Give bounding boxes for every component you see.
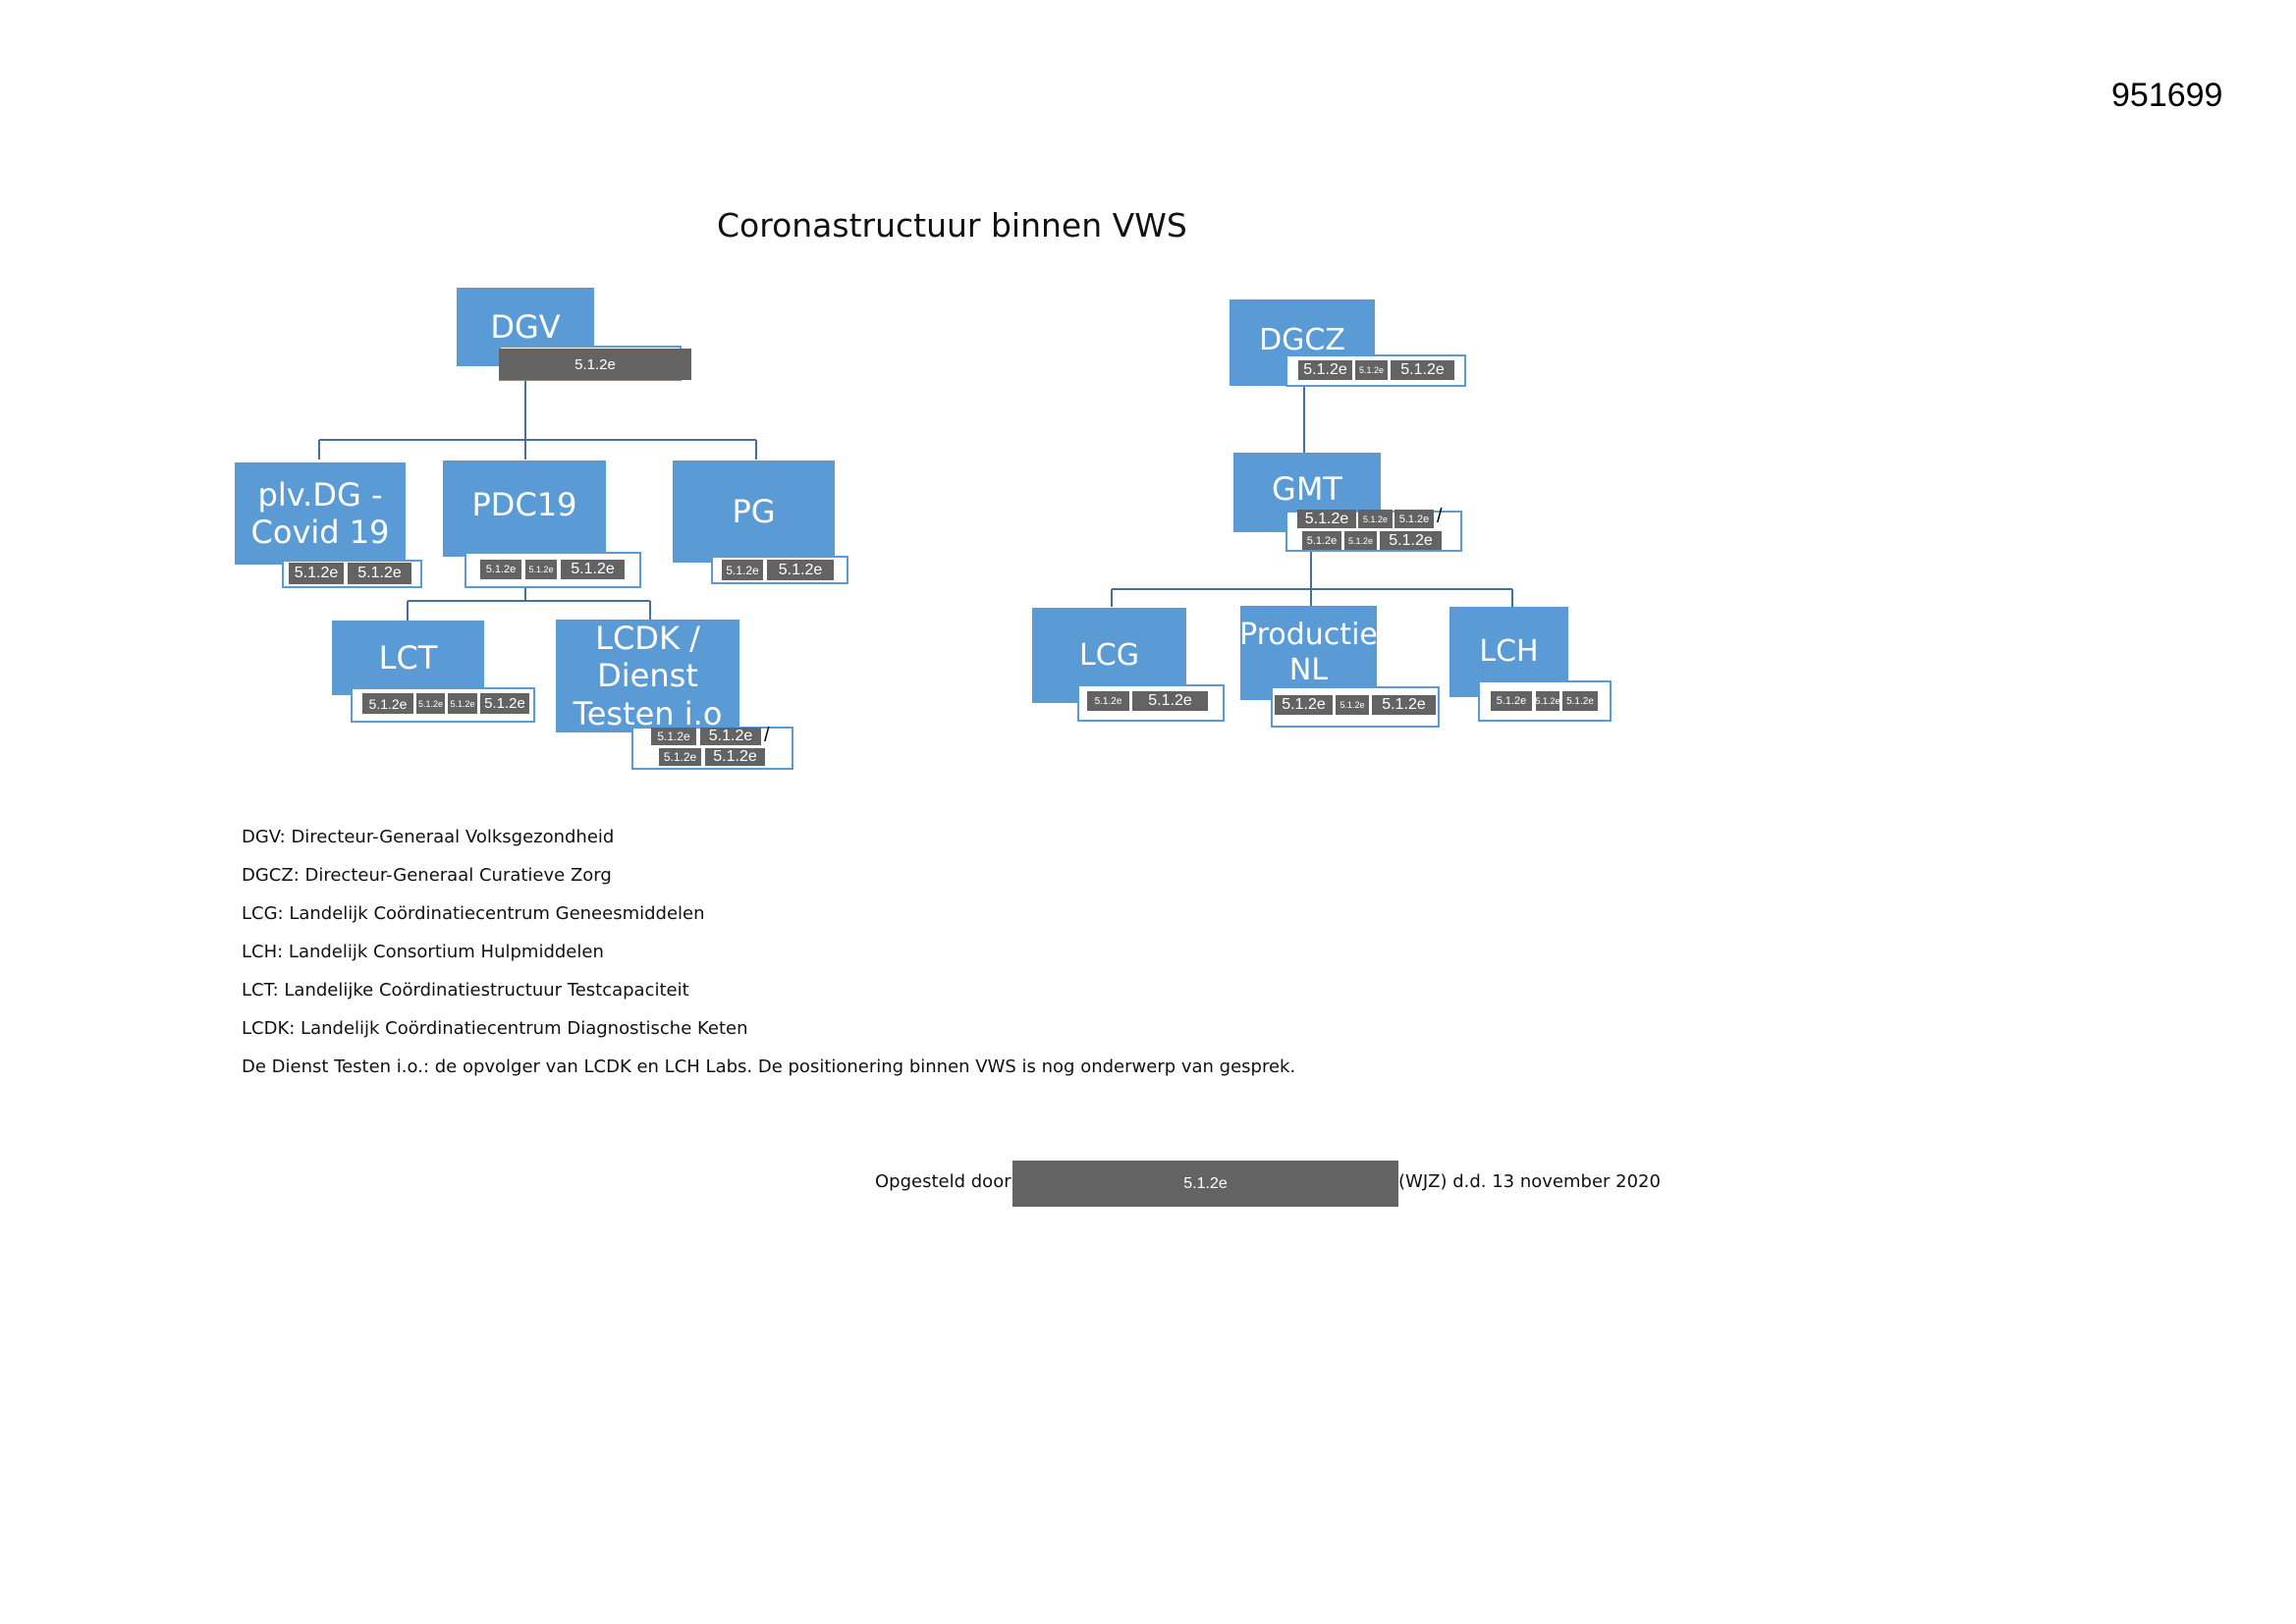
redaction-block: 5.1.2e: [1380, 531, 1442, 550]
node-pg-label: PG: [732, 492, 776, 530]
legend-item: LCT: Landelijke Coördinatiestructuur Tes…: [242, 980, 689, 1001]
document-number: 951699: [2111, 77, 2223, 114]
redaction-block: 5.1.2e: [362, 693, 413, 714]
legend-item: DGV: Directeur-Generaal Volksgezondheid: [242, 827, 615, 847]
node-lcg-label: LCG: [1079, 637, 1139, 673]
redaction-block: 5.1.2e: [1394, 510, 1434, 528]
redaction-block: 5.1.2e: [448, 693, 477, 714]
node-pdc19: PDC19: [443, 460, 606, 557]
legend-item: DGCZ: Directeur-Generaal Curatieve Zorg: [242, 865, 612, 886]
redaction-block: 5.1.2e: [1562, 691, 1598, 711]
footer-prefix: Opgesteld door: [875, 1171, 1011, 1192]
redaction-block: 5.1.2e: [499, 349, 691, 380]
node-lcdk-label-line1: LCDK /: [595, 619, 700, 657]
redaction-block: 5.1.2e: [1087, 691, 1129, 711]
node-plvdg-label-line2: Covid 19: [250, 514, 390, 551]
node-lch-label: LCH: [1479, 634, 1539, 669]
node-productie-nl: Productie NL: [1239, 606, 1378, 700]
redaction-block: 5.1.2e: [1372, 695, 1436, 715]
legend-item: LCG: Landelijk Coördinatiecentrum Genees…: [242, 903, 705, 924]
redaction-block: 5.1.2e: [705, 748, 765, 766]
node-plvdg: plv.DG - Covid 19: [235, 462, 406, 565]
node-dgcz-label: DGCZ: [1259, 323, 1345, 357]
redaction-block: 5.1.2e: [289, 563, 344, 584]
redaction-block: 5.1.2e: [525, 560, 557, 579]
redaction-block: 5.1.2e: [1536, 691, 1559, 711]
redaction-block: 5.1.2e: [1302, 531, 1341, 550]
redaction-block: 5.1.2e: [659, 748, 701, 766]
footer-redaction-block: 5.1.2e: [1012, 1161, 1398, 1207]
redaction-block: 5.1.2e: [651, 728, 696, 745]
redaction-block: 5.1.2e: [700, 728, 761, 745]
node-plvdg-label-line1: plv.DG -: [257, 475, 383, 514]
separator-slash: /: [1437, 506, 1443, 527]
redaction-block: 5.1.2e: [1132, 691, 1208, 711]
node-pg: PG: [673, 460, 835, 563]
redaction-block: 5.1.2e: [416, 693, 445, 714]
redaction-block: 5.1.2e: [1391, 360, 1454, 380]
redaction-block: 5.1.2e: [722, 560, 763, 580]
redaction-block: 5.1.2e: [1491, 691, 1532, 711]
redaction-block: 5.1.2e: [561, 560, 625, 579]
node-dgcz: DGCZ: [1230, 299, 1375, 386]
redaction-block: 5.1.2e: [348, 563, 411, 584]
node-lcdk: LCDK / Dienst Testen i.o: [556, 620, 739, 732]
redaction-block: 5.1.2e: [1275, 695, 1333, 715]
redaction-block: 5.1.2e: [767, 560, 834, 580]
abbreviation-legend: DGV: Directeur-Generaal Volksgezondheid …: [242, 823, 1295, 1091]
redaction-block: 5.1.2e: [1298, 360, 1352, 380]
node-productie-label-line2: NL: [1288, 653, 1329, 687]
node-lcdk-label-line2: Dienst: [597, 657, 698, 695]
redaction-block: 5.1.2e: [480, 693, 529, 714]
diagram-title: Coronastructuur binnen VWS: [717, 206, 1187, 244]
node-productie-label-line1: Productie: [1239, 618, 1378, 652]
legend-item: De Dienst Testen i.o.: de opvolger van L…: [242, 1056, 1296, 1077]
redaction-block: 5.1.2e: [1358, 510, 1393, 528]
redaction-block: 5.1.2e: [1297, 510, 1356, 528]
node-gmt-label: GMT: [1272, 470, 1342, 508]
redaction-block: 5.1.2e: [480, 560, 521, 579]
footer-suffix: (WJZ) d.d. 13 november 2020: [1398, 1171, 1661, 1192]
legend-item: LCH: Landelijk Consortium Hulpmiddelen: [242, 942, 604, 962]
legend-item: LCDK: Landelijk Coördinatiecentrum Diagn…: [242, 1018, 748, 1039]
node-dgv-label: DGV: [490, 307, 561, 346]
separator-slash: /: [764, 725, 770, 746]
redaction-block: 5.1.2e: [1336, 695, 1369, 715]
node-lcdk-label-line3: Testen i.o: [573, 694, 723, 732]
redaction-block: 5.1.2e: [1344, 531, 1377, 550]
redaction-block: 5.1.2e: [1355, 360, 1388, 380]
node-lct: LCT: [332, 621, 484, 695]
node-lct-label: LCT: [378, 638, 438, 677]
node-pdc19-label: PDC19: [471, 486, 577, 523]
